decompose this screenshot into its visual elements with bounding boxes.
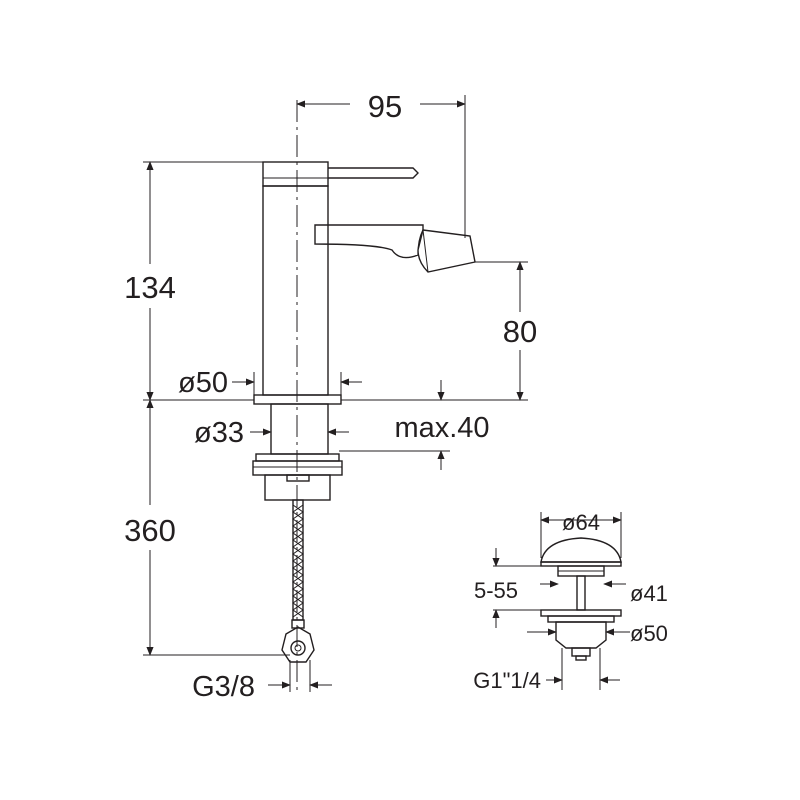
faucet-drawing	[252, 100, 476, 690]
dim-body-diameter: ø41	[630, 581, 668, 606]
faucet-dimensions: 95 134 80 ø50 ø33 max.40 360	[124, 89, 537, 703]
dim-shank-diameter: ø33	[194, 417, 244, 449]
dim-hose-connection: G3/8	[192, 671, 255, 703]
drain-flange	[540, 609, 622, 617]
drain-dimensions: ø64 5-55 ø41 ø50 G1"1/4	[473, 510, 668, 693]
hose-fitting	[281, 619, 315, 663]
drain-stem	[576, 575, 586, 611]
shank	[270, 403, 329, 455]
dim-cap-diameter: ø64	[562, 510, 600, 535]
drain-cap	[540, 537, 622, 563]
dim-thread: G1"1/4	[473, 668, 541, 693]
dim-spout-reach: 95	[368, 89, 402, 124]
bidet-spout	[314, 224, 476, 273]
lever-handle	[262, 161, 419, 187]
drain-drawing	[540, 537, 622, 661]
dim-max-deck-thickness: max.40	[394, 412, 489, 444]
dim-hose-length: 360	[124, 513, 176, 548]
dim-spout-height: 80	[503, 314, 537, 349]
braided-hose	[292, 499, 304, 621]
drain-lower-body	[555, 621, 607, 649]
faucet-column	[262, 185, 329, 396]
dim-base-diameter: ø50	[178, 367, 228, 399]
dim-total-height: 134	[124, 270, 176, 305]
dim-adjustment-range: 5-55	[474, 578, 518, 603]
dim-flange-diameter: ø50	[630, 621, 668, 646]
